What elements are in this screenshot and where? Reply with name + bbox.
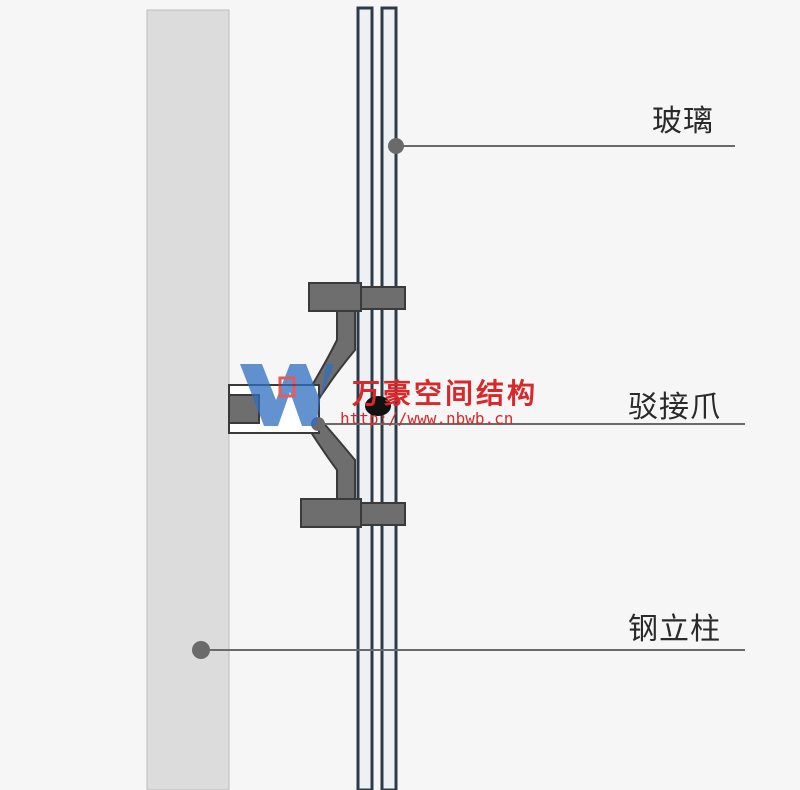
bolt-head: [365, 396, 391, 416]
watermark-company-name: 万豪空间结构: [352, 377, 539, 410]
steel-column: [146, 9, 230, 790]
label-glass: 玻璃: [652, 104, 714, 139]
label-steel-column: 钢立柱: [628, 612, 721, 647]
watermark-logo: [240, 364, 334, 426]
label-spider-claw: 驳接爪: [628, 390, 721, 425]
watermark-url: http://www.nbwb.cn: [340, 409, 514, 428]
leader-lines: [192, 138, 745, 659]
